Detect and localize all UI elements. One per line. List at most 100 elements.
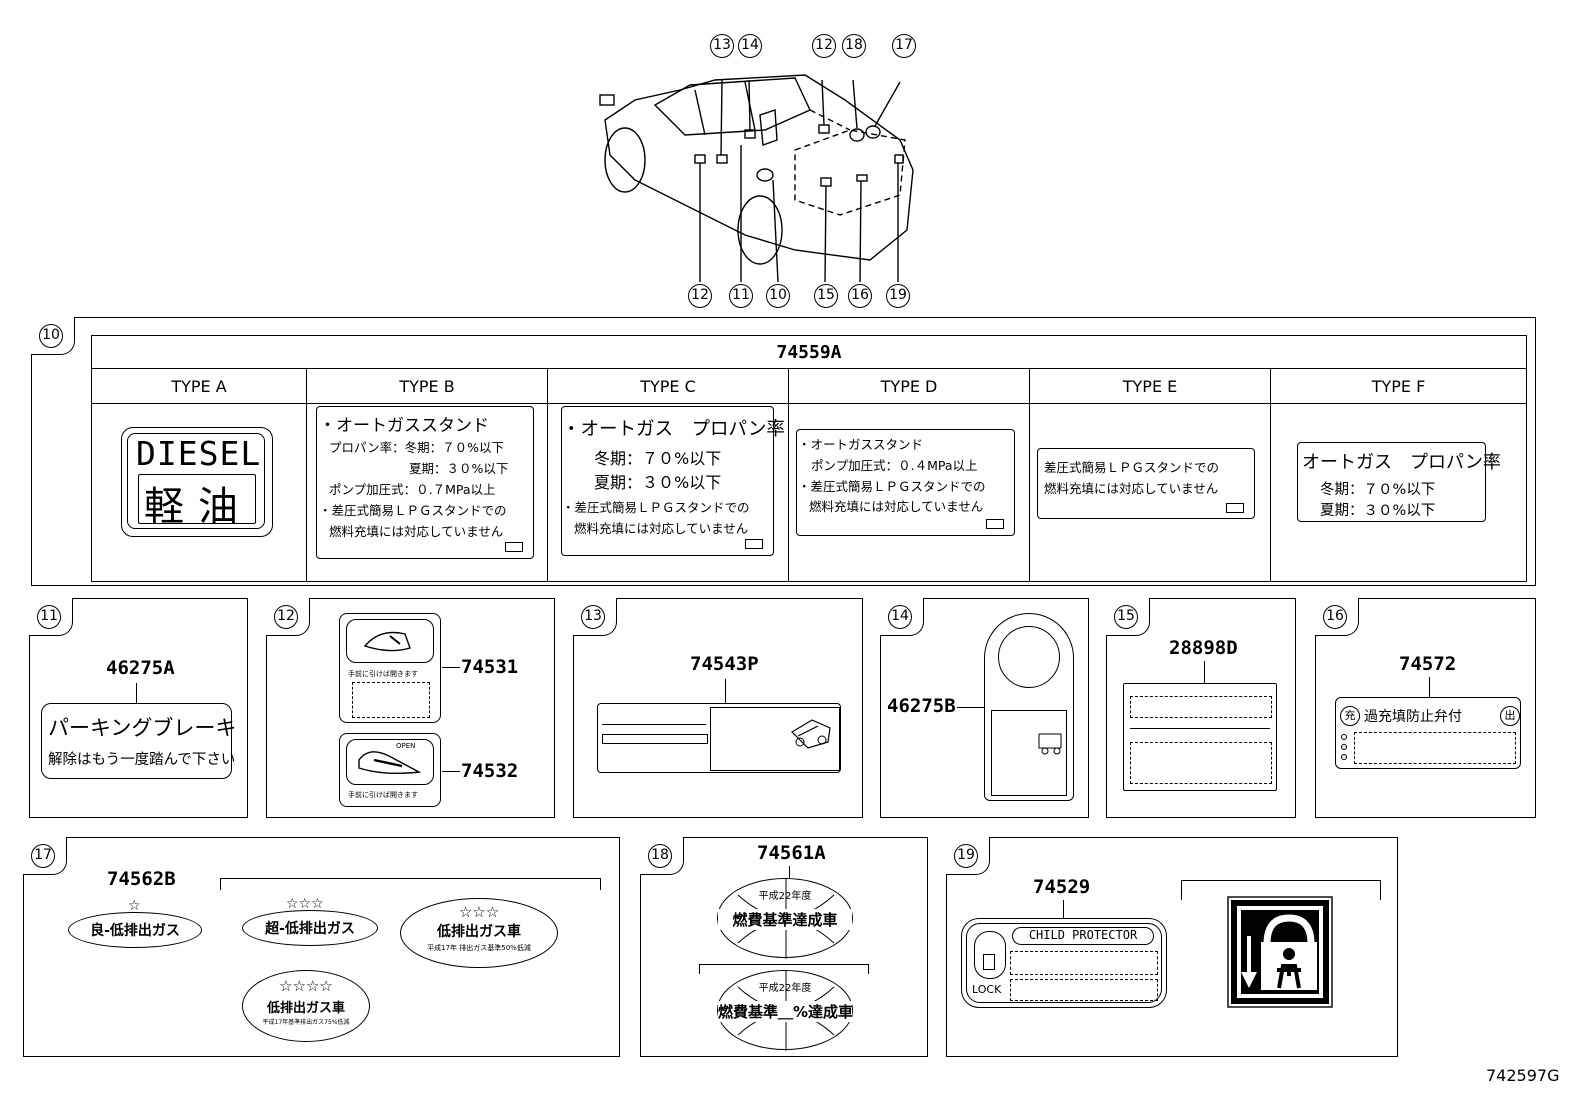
type-c-line: 燃料充填には対応していません [574, 521, 749, 536]
type-b-line: プロパン率：冬期：７０%以下 [329, 440, 505, 455]
callout-15: 15 [814, 284, 838, 308]
variant-bracket [699, 964, 869, 974]
type-c-label: ・オートガス プロパン率 冬期：７０%以下 夏期：３０%以下 ・差圧式簡易ＬＰＧ… [561, 406, 785, 556]
fuel-economy-oval-2: 平成22年度 燃費基準＿%達成車 [717, 970, 853, 1051]
type-e-line: 燃料充填には対応していません [1044, 481, 1219, 496]
oval1-star: ☆ [128, 898, 141, 914]
type-d-label: ・オートガススタンド ポンプ加圧式：０.４MPa以上 ・差圧式簡易ＬＰＧスタンド… [796, 429, 1015, 536]
label-line: 解除はもう一度踏んで下さい [48, 752, 236, 768]
oval-stars: ☆☆☆☆ [279, 977, 333, 995]
type-a-label: DIESEL 軽油 [121, 427, 273, 537]
panel-number: 13 [581, 605, 605, 629]
oval-subtext: 平成17年 排出ガス基準50%低減 [427, 944, 531, 952]
emission-oval-4: ☆☆☆☆ 低排出ガス車 平成17年基準排出ガス75%低減 [242, 970, 370, 1042]
type-c-line: ・オートガス プロパン率 [562, 419, 785, 440]
panel-tab: 14 [880, 598, 924, 636]
part-number-a: 74531 [461, 656, 519, 678]
panel-17: 17 74562B ☆ 良-低排出ガス ☆☆☆ 超-低排出ガス ☆☆☆ 低排出ガ… [23, 837, 620, 1057]
part-number: 74529 [1033, 876, 1091, 898]
keiyu-text: 軽油 [144, 484, 252, 530]
variant-bracket [220, 878, 601, 890]
callout-13: 13 [710, 34, 734, 58]
callout-11: 11 [729, 284, 753, 308]
panel-18: 18 74561A 平成22年度 燃費基準達成車 平成22年度 燃費基準＿%達成… [640, 837, 928, 1057]
type-b-line: 燃料充填には対応していません [329, 524, 504, 539]
valve-label: 充 過充填防止弁付 出 [1335, 697, 1521, 769]
panel-tab: 13 [573, 598, 617, 636]
corner-mark [1226, 503, 1244, 513]
info-label [1123, 683, 1277, 791]
type-d-line: ・オートガススタンド [798, 437, 924, 452]
type-f-line: オートガス プロパン率 [1302, 452, 1501, 473]
panel-tab: 12 [266, 598, 310, 636]
diagram-code: 742597G [1486, 1066, 1560, 1085]
type-f-label: オートガス プロパン率 冬期：７０%以下 夏期：３０%以下 [1297, 442, 1501, 522]
type-c-line: 冬期：７０%以下 [594, 449, 722, 468]
fuel-economy-oval-1: 平成22年度 燃費基準達成車 [717, 878, 853, 959]
emission-oval-1: 良-低排出ガス [68, 912, 202, 948]
callout-17: 17 [892, 34, 916, 58]
oval-text: 低排出ガス車 [437, 924, 521, 940]
panel-number: 17 [31, 844, 55, 868]
callout-12: 12 [688, 284, 712, 308]
diesel-text: DIESEL [136, 434, 262, 473]
open-text: OPEN [396, 742, 416, 750]
right-mark-icon: 出 [1500, 706, 1520, 726]
panel-12: 12 手前に引けば開きます 74531 OPEN 手前に引けば開きます 7453… [266, 598, 555, 818]
panel-15: 15 28898D [1106, 598, 1296, 818]
type-c-line: ・差圧式簡易ＬＰＧスタンドでの [562, 500, 750, 515]
panel-number: 16 [1323, 605, 1347, 629]
part-number: 74572 [1399, 653, 1457, 675]
panel-tab: 15 [1106, 598, 1150, 636]
type-e-header: TYPE E [1029, 368, 1271, 404]
oval-stars: ☆☆☆ [458, 903, 500, 921]
type-d-line: ポンプ加圧式：０.４MPa以上 [811, 458, 978, 473]
handle-label-a: 手前に引けば開きます [339, 613, 441, 723]
panel-11: 11 46275A パーキングブレーキ 解除はもう一度踏んで下さい [29, 598, 248, 818]
type-c-line: 夏期：３０%以下 [594, 473, 722, 492]
type-b-line: 夏期：３０%以下 [409, 461, 509, 476]
title-text: CHILD PROTECTOR [1028, 928, 1138, 942]
callout-14: 14 [738, 34, 762, 58]
variant-bracket [1181, 880, 1381, 900]
type-a-header: TYPE A [91, 368, 307, 404]
panel-tab: 17 [23, 837, 67, 875]
label-line: パーキングブレーキ [48, 716, 237, 740]
panel-number: 19 [954, 844, 978, 868]
callout-18: 18 [842, 34, 866, 58]
type-d-line: 燃料充填には対応していません [809, 499, 984, 514]
part-number: 46275A [106, 657, 175, 679]
panel-19: 19 74529 LOCK CHILD PROTECTOR [946, 837, 1398, 1057]
oval-text: 燃費基準達成車 [718, 909, 852, 930]
oval-text: 平成22年度 [758, 891, 812, 902]
child-protector-title: CHILD PROTECTOR [1012, 927, 1154, 945]
part-number: 74543P [690, 653, 759, 675]
corner-mark [505, 542, 523, 552]
type-c-header: TYPE C [547, 368, 789, 404]
car-overview-drawing [599, 74, 914, 283]
callout-12: 12 [812, 34, 836, 58]
emission-oval-3: ☆☆☆ 低排出ガス車 平成17年 排出ガス基準50%低減 [400, 898, 558, 968]
parking-brake-label: パーキングブレーキ 解除はもう一度踏んで下さい [41, 703, 236, 779]
panel-14: 14 46275B [880, 598, 1089, 818]
left-mark-icon: 充 [1340, 706, 1360, 726]
part-number: 28898D [1169, 637, 1238, 659]
corner-mark [986, 519, 1004, 529]
part-number: 74561A [757, 842, 826, 864]
handle-tiny-text: 手前に引けば開きます [348, 670, 418, 678]
type-b-line: ・オートガススタンド [319, 416, 489, 436]
part-number-b: 74532 [461, 760, 519, 782]
panel-16: 16 74572 充 過充填防止弁付 出 [1315, 598, 1536, 818]
panel-number: 10 [39, 324, 63, 348]
lock-text: LOCK [972, 983, 1002, 996]
oval2-stars: ☆☆☆ [286, 896, 324, 912]
callout-19: 19 [886, 284, 910, 308]
type-b-header: TYPE B [306, 368, 548, 404]
handle-label-b: OPEN 手前に引けば開きます [339, 733, 441, 807]
panel-number: 18 [648, 844, 672, 868]
emission-oval-2: 超-低排出ガス [242, 910, 378, 946]
corner-mark [745, 539, 763, 549]
type-e-line: 差圧式簡易ＬＰＧスタンドでの [1044, 460, 1220, 475]
panel-number: 14 [888, 605, 912, 629]
callout-10: 10 [766, 284, 790, 308]
